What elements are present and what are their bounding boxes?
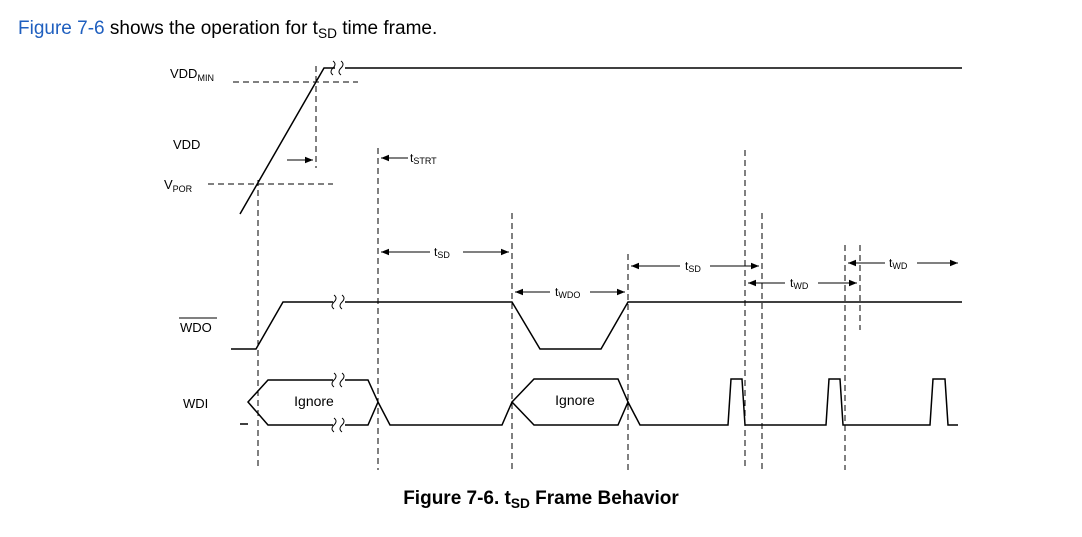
- vddmin-label: VDDMIN: [170, 66, 214, 83]
- intro-text-after: time frame.: [336, 18, 438, 39]
- vdd-ramp-waveform: [239, 67, 335, 215]
- wdi-ignore-label-2: Ignore: [555, 392, 595, 408]
- wdi-break-mark-bottom: [331, 417, 345, 433]
- wdo-waveform-main: [345, 301, 962, 350]
- wdi-ignore-label-1: Ignore: [294, 393, 334, 409]
- wdi-tail: [627, 378, 958, 426]
- caption-sub: SD: [510, 496, 530, 512]
- wdi-break-mark-top: [331, 372, 345, 388]
- vdd-break-mark: [330, 60, 344, 76]
- intro-text-sub: SD: [317, 26, 337, 42]
- vdd-label: VDD: [173, 137, 200, 152]
- wdo-break-mark: [331, 294, 345, 310]
- twdo-label: tWDO: [555, 285, 580, 300]
- caption-suffix: Frame Behavior: [529, 488, 679, 509]
- caption-prefix: Figure 7-6. t: [403, 488, 511, 509]
- figure-link[interactable]: Figure 7-6: [18, 18, 105, 39]
- wdo-waveform-start: [231, 301, 333, 350]
- twd-label-1: tWD: [790, 276, 809, 291]
- wdi-ignore-box-1-end: [345, 379, 379, 426]
- twd-label-2: tWD: [889, 256, 908, 271]
- intro-text-before: shows the operation for t: [104, 18, 318, 39]
- tsd-label-1: tSD: [434, 245, 450, 260]
- wdo-label: WDO: [180, 320, 212, 335]
- tsd-label-2: tSD: [685, 259, 701, 274]
- wdi-ignore-box-1: [246, 379, 333, 426]
- wdi-label: WDI: [183, 396, 208, 411]
- tstrt-label: tSTRT: [410, 151, 437, 166]
- figure-caption: Figure 7-6. tSD Frame Behavior: [0, 488, 1082, 511]
- wdi-low-segment: [377, 401, 513, 426]
- intro-sentence: Figure 7-6 shows the operation for tSD t…: [18, 18, 437, 41]
- vpor-label: VPOR: [164, 177, 193, 194]
